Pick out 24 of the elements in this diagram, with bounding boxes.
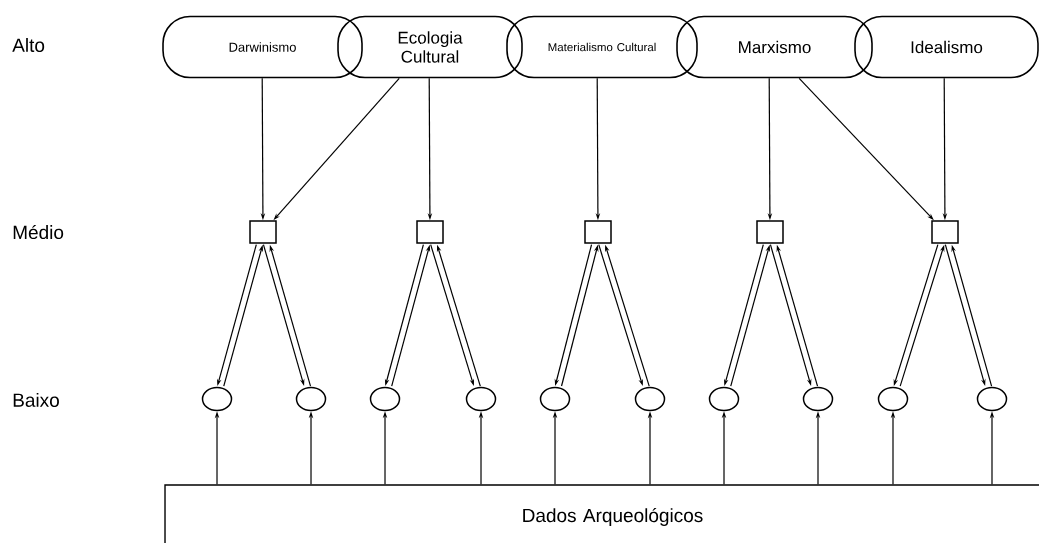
theory-capsule: Marxismo [676, 15, 873, 79]
theory-capsule: Materialismo Cultural [506, 15, 698, 79]
ellipse [465, 386, 497, 412]
theory-capsule: Ecologia Cultural [337, 15, 523, 79]
level-label: Médio [13, 224, 64, 240]
data-box: Dados Arqueológicos [164, 484, 1039, 543]
ellipse [976, 386, 1008, 412]
square [756, 220, 784, 244]
ellipse [201, 386, 233, 412]
ellipse [634, 386, 666, 412]
theory-capsule: Darwinismo [162, 15, 363, 79]
ellipse [708, 386, 740, 412]
ellipse [295, 386, 327, 412]
ellipse [539, 386, 571, 412]
square [249, 220, 277, 244]
ellipse [877, 386, 909, 412]
level-label: Baixo [13, 393, 59, 407]
square [931, 220, 959, 244]
ellipse [369, 386, 401, 412]
level-label: Alto [12, 38, 45, 52]
ellipse [802, 386, 834, 412]
theory-capsule: Idealismo [854, 15, 1039, 79]
square [584, 220, 612, 244]
square [416, 220, 444, 244]
